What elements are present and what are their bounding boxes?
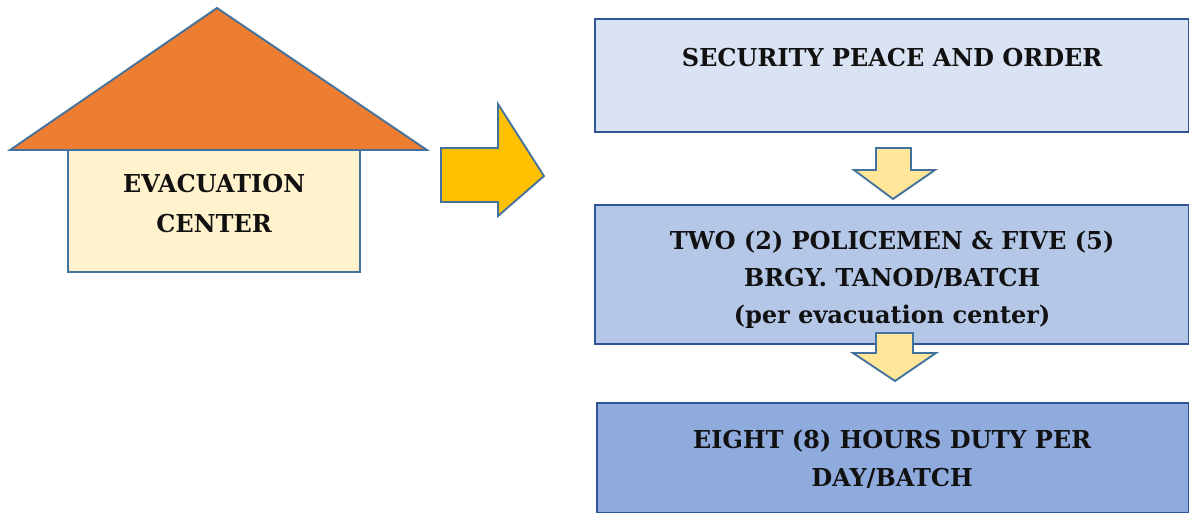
house-label: EVACUATION CENTER: [68, 164, 360, 244]
down-arrow-icon: [849, 332, 940, 383]
box-label-line: (per evacuation center): [733, 300, 1051, 329]
box-duty-hours: [596, 402, 1189, 513]
box-label-line: BRGY. TANOD/BATCH: [743, 263, 1041, 292]
box-security-peace-order: [594, 18, 1189, 133]
box-label-line: TWO (2) POLICEMEN & FIVE (5): [669, 226, 1115, 255]
box-label-line: DAY/BATCH: [811, 463, 973, 492]
right-arrow-icon: [440, 100, 546, 219]
box-label-line: EIGHT (8) HOURS DUTY PER: [692, 425, 1092, 454]
box-personnel-label: TWO (2) POLICEMEN & FIVE (5) BRGY. TANOD…: [595, 222, 1189, 333]
box-duty-label: EIGHT (8) HOURS DUTY PER DAY/BATCH: [595, 421, 1189, 497]
box-security-label: SECURITY PEACE AND ORDER: [595, 42, 1189, 74]
box-label-line: SECURITY PEACE AND ORDER: [681, 43, 1103, 72]
house-roof: [6, 6, 431, 151]
down-arrow-icon: [850, 147, 939, 201]
house-wall: [67, 149, 361, 273]
house-label-line: CENTER: [156, 209, 272, 238]
house-label-line: EVACUATION: [122, 169, 306, 198]
